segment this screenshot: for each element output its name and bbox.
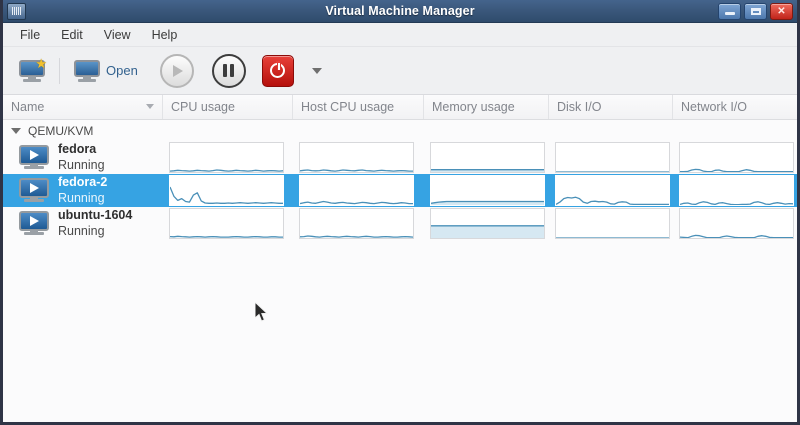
sparkline-disk <box>555 175 670 206</box>
vm-running-icon <box>19 178 49 203</box>
vm-graph-cell-network <box>673 174 797 207</box>
app-icon <box>7 2 26 20</box>
vm-graph-cell-cpu <box>163 174 293 207</box>
vm-running-icon <box>19 145 49 170</box>
shutdown-button[interactable] <box>254 51 302 91</box>
new-vm-button[interactable]: ★ <box>11 51 53 91</box>
menu-item-view[interactable]: View <box>103 27 131 42</box>
open-button[interactable]: Open <box>66 51 146 91</box>
vm-state-label: Running <box>58 190 105 205</box>
minimize-button[interactable] <box>718 3 741 20</box>
vm-graph-cell-memory <box>424 207 549 240</box>
shutdown-menu-button[interactable] <box>302 51 332 91</box>
column-header-memory-label: Memory usage <box>432 100 515 114</box>
sparkline-disk <box>555 208 670 239</box>
sparkline-network <box>679 175 794 206</box>
sparkline-cpu <box>169 142 284 173</box>
sparkline-disk <box>555 142 670 173</box>
sparkline-host_cpu <box>299 208 414 239</box>
sparkline-host_cpu <box>299 175 414 206</box>
column-header-disk-label: Disk I/O <box>557 100 602 114</box>
run-button[interactable] <box>146 51 204 91</box>
play-icon <box>159 53 194 88</box>
column-header-name[interactable]: Name <box>3 95 163 119</box>
vm-graph-cell-network <box>673 141 797 174</box>
sparkline-cpu <box>169 208 284 239</box>
column-header-host-cpu-label: Host CPU usage <box>301 100 395 114</box>
sparkline-memory <box>430 175 545 206</box>
vm-state-label: Running <box>58 223 105 238</box>
sparkline-network <box>679 208 794 239</box>
vm-graph-cell-memory <box>424 141 549 174</box>
power-icon <box>261 54 294 87</box>
sparkline-memory <box>430 142 545 173</box>
open-button-label: Open <box>106 63 138 78</box>
pause-button[interactable] <box>204 51 254 91</box>
maximize-button[interactable] <box>744 3 767 20</box>
close-button[interactable]: ✕ <box>770 3 793 20</box>
connection-row-qemu-kvm[interactable]: QEMU/KVM <box>3 120 797 141</box>
expander-triangle-icon[interactable] <box>11 127 21 134</box>
toolbar: ★ Open <box>3 47 797 95</box>
column-header-network[interactable]: Network I/O <box>673 95 797 119</box>
column-header-memory[interactable]: Memory usage <box>424 95 549 119</box>
window-controls: ✕ <box>718 3 793 20</box>
pause-icon <box>211 53 246 88</box>
connection-label: QEMU/KVM <box>28 123 94 138</box>
vm-name-label: fedora <box>58 142 97 157</box>
vm-name-label: ubuntu-1604 <box>58 208 133 223</box>
vm-graph-cell-memory <box>424 174 549 207</box>
vm-graph-cell-host_cpu <box>293 141 424 174</box>
sparkline-cpu <box>169 175 284 206</box>
new-vm-monitor-icon: ★ <box>19 57 47 82</box>
menu-item-file[interactable]: File <box>20 27 41 42</box>
sparkline-memory <box>430 208 545 239</box>
sort-caret-icon <box>146 104 154 109</box>
vm-running-icon <box>19 211 49 236</box>
monitor-icon <box>74 59 100 82</box>
vm-graph-cell-disk <box>549 174 673 207</box>
toolbar-separator <box>59 57 60 84</box>
window-titlebar[interactable]: Virtual Machine Manager ✕ <box>3 0 797 23</box>
menu-item-edit[interactable]: Edit <box>61 27 83 42</box>
column-header-network-label: Network I/O <box>681 100 747 114</box>
vm-graph-cell-disk <box>549 141 673 174</box>
window-title: Virtual Machine Manager <box>325 4 475 18</box>
vm-graph-cell-host_cpu <box>293 207 424 240</box>
column-header-cpu[interactable]: CPU usage <box>163 95 293 119</box>
vm-name-label: fedora-2 <box>58 175 108 190</box>
column-header-cpu-label: CPU usage <box>171 100 235 114</box>
menu-bar: File Edit View Help <box>3 23 797 47</box>
vm-graph-cell-disk <box>549 207 673 240</box>
vm-graph-cell-host_cpu <box>293 174 424 207</box>
vm-graph-cell-cpu <box>163 141 293 174</box>
column-header-disk[interactable]: Disk I/O <box>549 95 673 119</box>
sparkline-host_cpu <box>299 142 414 173</box>
vm-state-label: Running <box>58 157 105 172</box>
column-headers: Name CPU usage Host CPU usage Memory usa… <box>3 95 797 120</box>
vm-graph-cell-cpu <box>163 207 293 240</box>
sparkline-network <box>679 142 794 173</box>
menu-item-help[interactable]: Help <box>151 27 178 42</box>
column-header-name-label: Name <box>11 100 45 114</box>
vm-graph-cell-network <box>673 207 797 240</box>
chevron-down-icon <box>311 67 322 74</box>
column-header-host-cpu[interactable]: Host CPU usage <box>293 95 424 119</box>
